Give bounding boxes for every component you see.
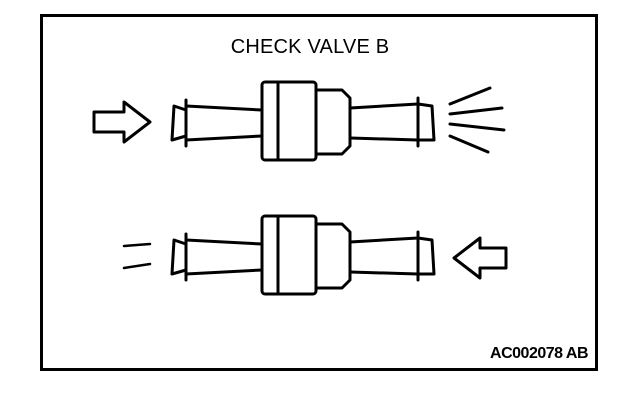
valve-top-body: [260, 80, 318, 162]
valve-top-left-barb: [170, 104, 188, 142]
valve-top: [170, 80, 436, 162]
valve-bottom-left-barb: [170, 238, 188, 276]
arrow-right-icon: [92, 100, 152, 144]
arrow-left-icon: [452, 236, 508, 280]
figure-title: CHECK VALVE B: [230, 36, 390, 58]
air-flow-out-icon: [448, 86, 506, 154]
valve-top-right-barb: [416, 102, 436, 142]
valve-bottom-body: [260, 214, 318, 296]
figure-code-number: AC002078: [490, 345, 563, 362]
valve-bottom-right-section: [314, 222, 352, 290]
valve-top-right-section: [314, 88, 352, 156]
valve-bottom: [170, 214, 436, 296]
valve-bottom-right-barb: [416, 236, 436, 276]
diagram-frame: [40, 14, 598, 371]
figure-code: AC002078 AB: [490, 345, 588, 363]
air-flow-blocked-icon: [122, 242, 152, 270]
figure-code-suffix: AB: [565, 345, 589, 362]
